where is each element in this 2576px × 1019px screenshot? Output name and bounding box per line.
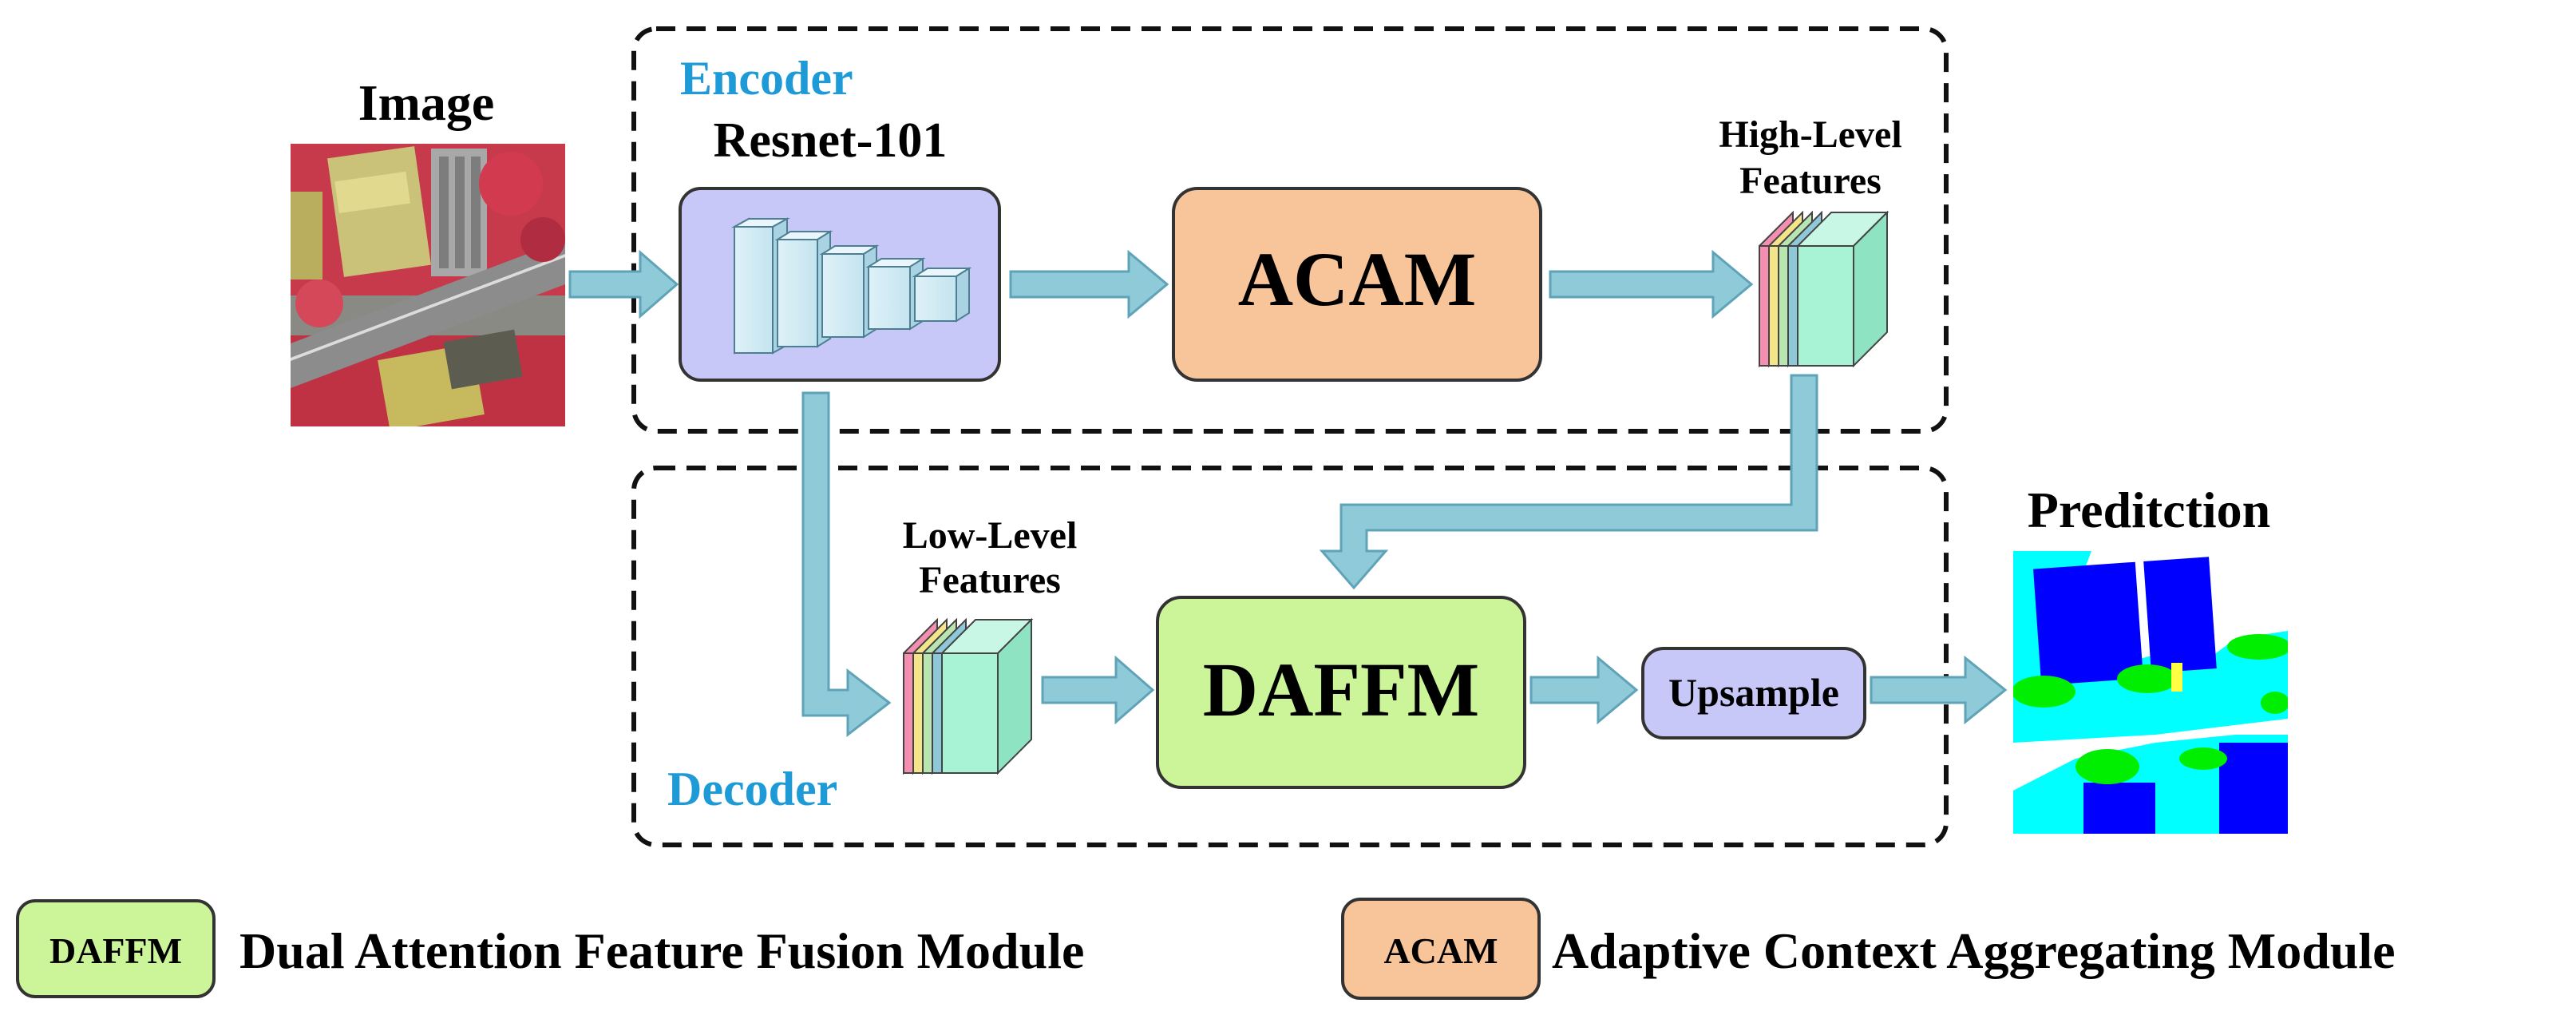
- acam-module-label: ACAM: [1238, 236, 1477, 322]
- daffm-module-label: DAFFM: [1203, 647, 1480, 732]
- decoder-label: Decoder: [667, 763, 837, 815]
- legend-acam-swatch: [1341, 898, 1541, 1000]
- arrow-resnet-to-acam: [1009, 249, 1169, 319]
- arrow-acam-to-high-features: [1549, 249, 1754, 319]
- arrow-daffm-to-upsample: [1529, 655, 1639, 725]
- low-level-label-line2: Features: [919, 559, 1061, 601]
- image-label: Image: [358, 74, 495, 131]
- legend-daffm-text: Dual Attention Feature Fusion Module: [239, 922, 1084, 979]
- low-level-label-line1: Low-Level: [903, 514, 1078, 557]
- arrow-image-to-resnet: [568, 249, 679, 319]
- arrow-resnet-to-low-features: [801, 391, 892, 738]
- high-level-features-stack: [1759, 210, 1889, 368]
- prediction-segmentation-map: [2013, 551, 2288, 834]
- arrow-high-features-to-daffm: [1319, 374, 1818, 590]
- resnet-layers-icon: [731, 217, 972, 355]
- prediction-label: Preditction: [2028, 482, 2271, 538]
- low-level-features-stack: [903, 617, 1034, 775]
- decoder-container: [631, 466, 1949, 847]
- arrow-low-features-to-daffm: [1041, 655, 1155, 725]
- upsample-module: [1641, 647, 1866, 739]
- high-level-label-line2: Features: [1739, 160, 1882, 202]
- legend-acam-abbr: ACAM: [1383, 930, 1498, 971]
- arrow-upsample-to-prediction: [1870, 655, 2008, 725]
- upsample-module-label: Upsample: [1668, 670, 1839, 715]
- acam-module: [1172, 187, 1542, 382]
- legend-daffm-abbr: DAFFM: [49, 930, 182, 971]
- legend-daffm-swatch: [16, 899, 216, 998]
- daffm-module: [1156, 596, 1526, 789]
- resnet-label: Resnet-101: [714, 113, 948, 168]
- high-level-label-line1: High-Level: [1719, 113, 1901, 156]
- encoder-label: Encoder: [680, 52, 853, 105]
- input-aerial-image: [291, 144, 565, 426]
- legend-acam-text: Adaptive Context Aggregating Module: [1552, 922, 2396, 979]
